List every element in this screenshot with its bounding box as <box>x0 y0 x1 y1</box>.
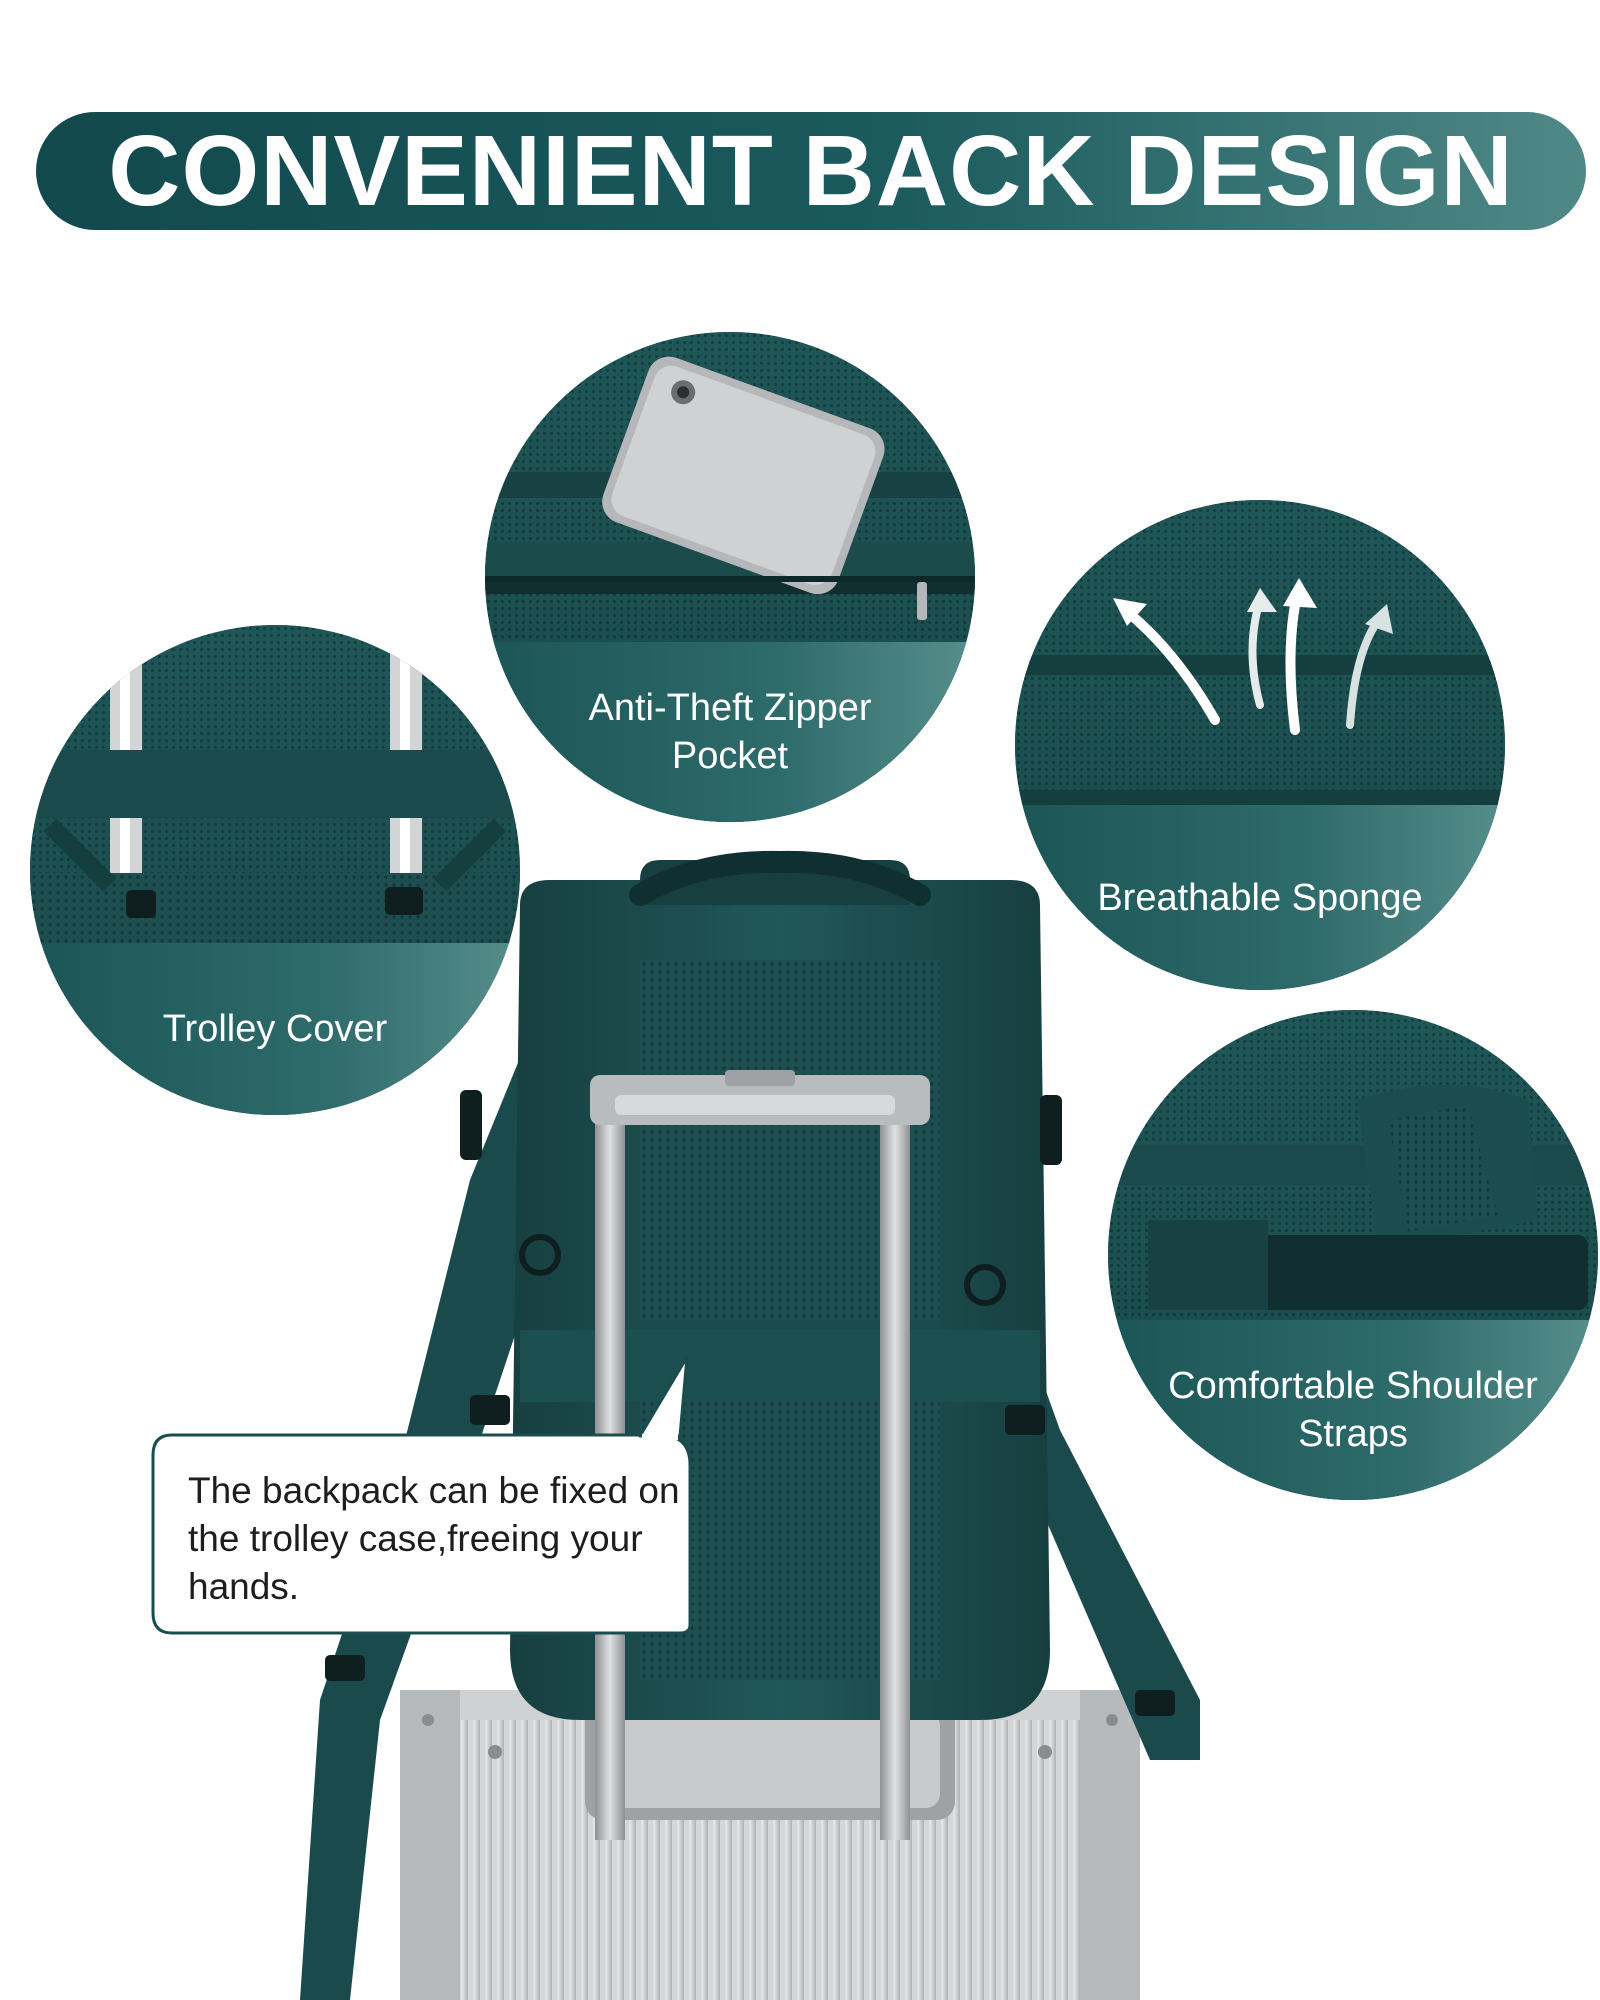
phone-in-pocket-illustration <box>485 356 975 620</box>
trolley-strap-illustration <box>30 625 520 945</box>
title-banner: CONVENIENT BACK DESIGN <box>36 112 1586 230</box>
speech-bubble-shape <box>151 1355 692 1635</box>
feature-breathable-sponge: Breathable Sponge <box>1015 500 1505 990</box>
feature-anti-theft-pocket: Anti-Theft Zipper Pocket <box>485 332 975 822</box>
callout-bubble: The backpack can be fixed on the trolley… <box>150 1355 710 1635</box>
feature-label: Anti-Theft Zipper Pocket <box>588 687 872 777</box>
callout-text: The backpack can be fixed on the trolley… <box>188 1470 680 1607</box>
strap-detail-illustration <box>1108 1085 1598 1310</box>
suitcase <box>400 1690 1140 2000</box>
feature-label: Breathable Sponge <box>1097 876 1423 919</box>
page-title: CONVENIENT BACK DESIGN <box>108 114 1514 227</box>
feature-label: Trolley Cover <box>162 1008 388 1050</box>
feature-shoulder-straps: Comfortable Shoulder Straps <box>1108 1010 1598 1500</box>
feature-label: Comfortable Shoulder Straps <box>1168 1365 1538 1455</box>
feature-trolley-cover: Trolley Cover <box>30 625 520 1115</box>
airflow-arrows-icon <box>1015 578 1505 808</box>
